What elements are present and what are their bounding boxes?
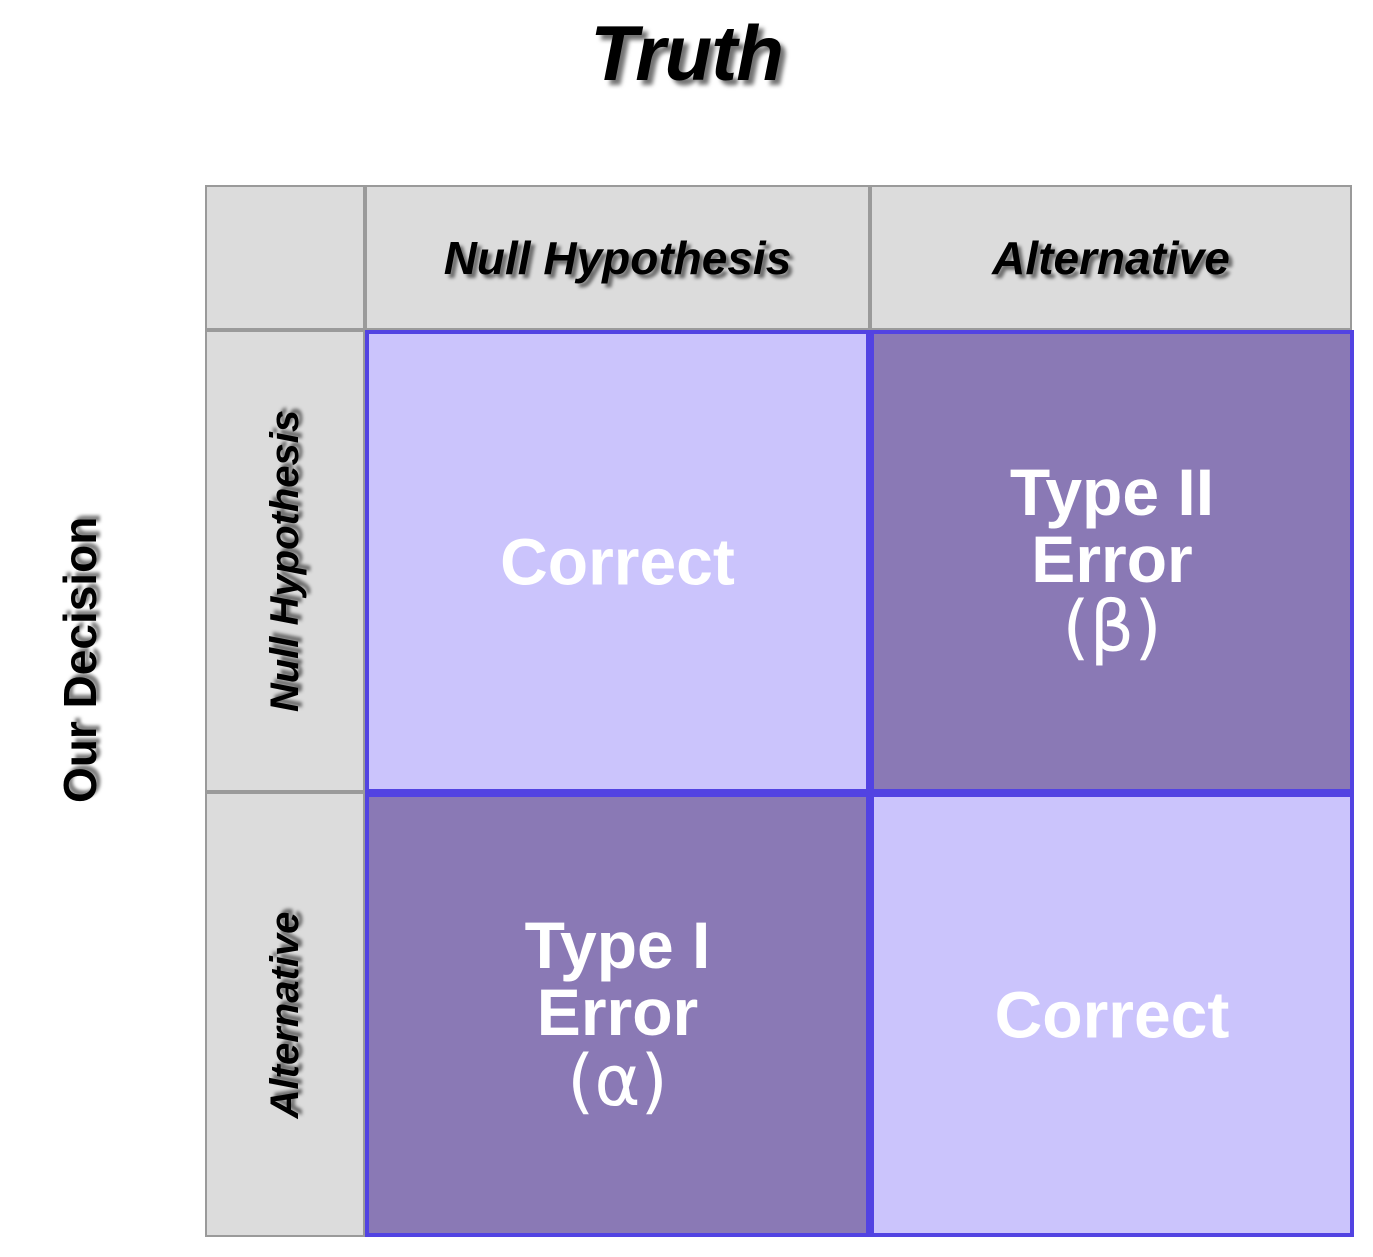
cell-content: Correct [369,523,866,598]
cell-decision-null-truth-alternative: Type II Error (β) [870,330,1354,793]
cell-decision-alternative-truth-alternative: Correct [870,793,1354,1237]
row-header-alternative-label: Alternative [263,911,307,1118]
column-header-alternative: Alternative [870,185,1352,330]
cell-label-type-ii-line1: Type II [1009,454,1215,529]
cell-content: Type II Error (β) [874,458,1350,664]
cell-content: Type I Error (α) [369,907,866,1122]
cell-label-correct: Correct [500,523,735,598]
row-axis-title: Our Decision [54,516,106,803]
figure-title: Truth [590,9,784,97]
cell-decision-null-truth-null: Correct [365,330,870,793]
cell-decision-alternative-truth-null: Type I Error (α) [365,793,870,1237]
error-matrix-table: Null Hypothesis Alternative Null Hypothe… [205,185,1354,1237]
cell-label-beta-symbol: (β) [1062,586,1162,669]
row-header-null-hypothesis: Null Hypothesis [205,330,365,792]
table-corner-cell [205,185,365,330]
column-header-null-hypothesis-label: Null Hypothesis [443,231,792,284]
cell-label-alpha-symbol: (α) [567,1039,668,1122]
cell-label-correct: Correct [994,977,1230,1052]
row-header-alternative: Alternative [205,792,365,1237]
cell-content: Correct [874,977,1350,1052]
cell-label-type-i-line2: Error [536,975,699,1050]
column-header-null-hypothesis: Null Hypothesis [365,185,870,330]
column-header-alternative-label: Alternative [992,231,1230,284]
cell-label-type-i-line1: Type I [524,907,711,982]
row-header-null-hypothesis-label: Null Hypothesis [263,409,307,713]
cell-label-type-ii-line2: Error [1031,521,1193,596]
